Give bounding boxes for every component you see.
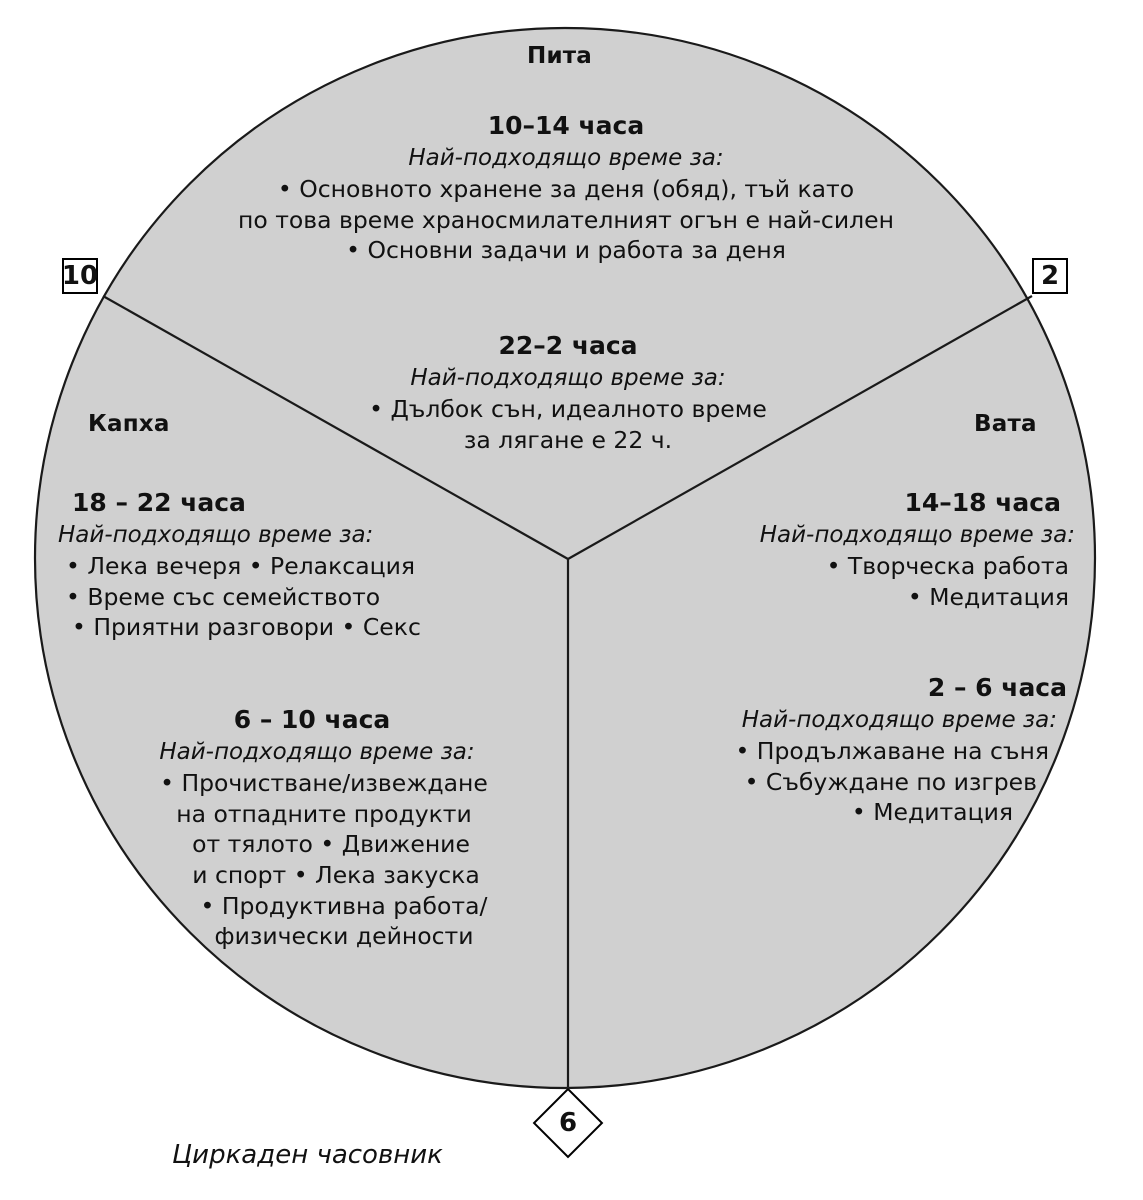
- bullet-line: • Основни задачи и работа за деня: [346, 236, 786, 265]
- segment-time-range: 22–2 часа: [498, 331, 638, 360]
- bullet-line: от тялото • Движение: [192, 830, 470, 859]
- segment-bullet-list: • Прочистване/извеждане на отпадните про…: [68, 768, 558, 951]
- segment-best-for-label: Най-подходящо време за:: [159, 738, 475, 765]
- segment-time-range: 2 – 6 часа: [927, 673, 1067, 702]
- bullet-line: • Продължаване на съня: [735, 737, 1049, 766]
- bullet-line: • Творческа работа: [826, 552, 1069, 581]
- bullet-line: • Прочистване/извеждане: [160, 769, 488, 798]
- dosha-label-vata: Вата: [974, 411, 1037, 437]
- bullet-line: • Време със семейството: [66, 582, 381, 611]
- bullet-line: • Приятни разговори • Секс: [72, 613, 421, 642]
- segment-pitta-night: 22–2 часа Най-подходящо време за: • Дълб…: [343, 330, 793, 455]
- bullet-line: на отпадните продукти: [176, 799, 472, 828]
- dosha-label-pitta: Пита: [527, 43, 593, 69]
- segment-bullet-list: • Лека вечеря • Релаксация • Време със с…: [58, 551, 478, 643]
- hour-marker-10: 10: [62, 258, 98, 294]
- bullet-line: по това време храносмилателният огън е н…: [238, 205, 894, 234]
- bullet-line: и спорт • Лека закуска: [192, 861, 480, 890]
- segment-kapha-evening: 18 – 22 часа Най-подходящо време за: • Л…: [58, 487, 478, 643]
- figure-caption: Циркаден часовник: [172, 1140, 443, 1170]
- segment-bullet-list: • Дълбок сън, идеалното време за лягане …: [343, 394, 793, 455]
- segment-best-for-label: Най-подходящо време за:: [759, 521, 1075, 548]
- hour-marker-10-label: 10: [61, 261, 99, 291]
- divider-2-oclock: [567, 295, 1033, 560]
- segment-bullet-list: • Продължаване на съня • Събуждане по из…: [645, 736, 1075, 828]
- divider-10-oclock: [102, 295, 569, 560]
- segment-kapha-morning: 6 – 10 часа Най-подходящо време за: • Пр…: [68, 704, 558, 952]
- segment-best-for-label: Най-подходящо време за:: [58, 521, 374, 548]
- segment-vata-afternoon: 14–18 часа Най-подходящо време за: • Тво…: [655, 487, 1075, 612]
- bullet-line: • Продуктивна работа/: [200, 891, 488, 920]
- segment-time-range: 14–18 часа: [904, 488, 1061, 517]
- segment-time-range: 18 – 22 часа: [72, 488, 246, 517]
- dosha-label-kapha: Капха: [88, 411, 170, 437]
- bullet-line: • Лека вечеря • Релаксация: [66, 552, 416, 581]
- bullet-line: • Дълбок сън, идеалното време: [369, 395, 767, 424]
- segment-pitta-day: 10–14 часа Най-подходящо време за: • Осн…: [141, 110, 991, 266]
- segment-time-range: 10–14 часа: [487, 111, 645, 140]
- bullet-line: • Събуждане по изгрев: [744, 767, 1037, 796]
- segment-best-for-label: Най-подходящо време за:: [410, 364, 726, 391]
- segment-bullet-list: • Основното хранене за деня (обяд), тъй …: [141, 174, 991, 266]
- segment-time-range: 6 – 10 часа: [233, 705, 391, 734]
- hour-marker-2: 2: [1032, 258, 1068, 294]
- segment-best-for-label: Най-подходящо време за:: [408, 144, 724, 171]
- bullet-line: • Медитация: [907, 582, 1069, 611]
- hour-marker-6-label: 6: [558, 1108, 578, 1138]
- segment-vata-predawn: 2 – 6 часа Най-подходящо време за: • Про…: [645, 672, 1075, 828]
- bullet-line: за лягане е 22 ч.: [463, 425, 673, 454]
- segment-bullet-list: • Творческа работа • Медитация: [655, 551, 1075, 612]
- bullet-line: физически дейности: [214, 922, 474, 951]
- hour-marker-2-label: 2: [1040, 261, 1060, 291]
- bullet-line: • Основното хранене за деня (обяд), тъй …: [277, 175, 855, 204]
- bullet-line: • Медитация: [851, 798, 1013, 827]
- segment-best-for-label: Най-подходящо време за:: [741, 706, 1057, 733]
